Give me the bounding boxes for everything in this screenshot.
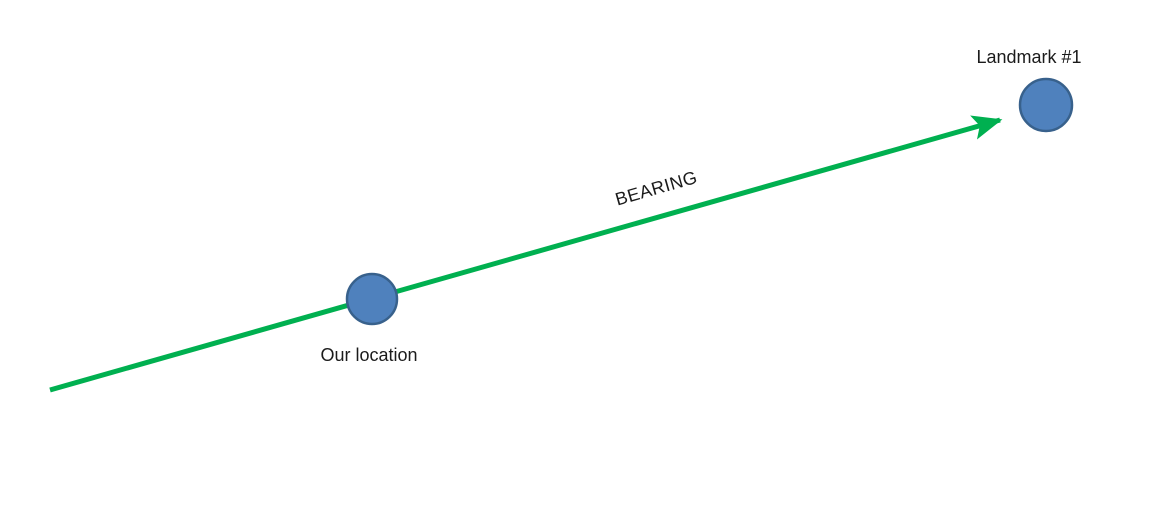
bearing-label: BEARING bbox=[613, 167, 700, 210]
landmark-1-marker bbox=[1018, 77, 1074, 133]
landmark-1-label: Landmark #1 bbox=[976, 47, 1081, 67]
bearing-arrow bbox=[49, 115, 1003, 393]
our-location-label: Our location bbox=[320, 345, 417, 365]
our-location-marker bbox=[345, 272, 399, 326]
